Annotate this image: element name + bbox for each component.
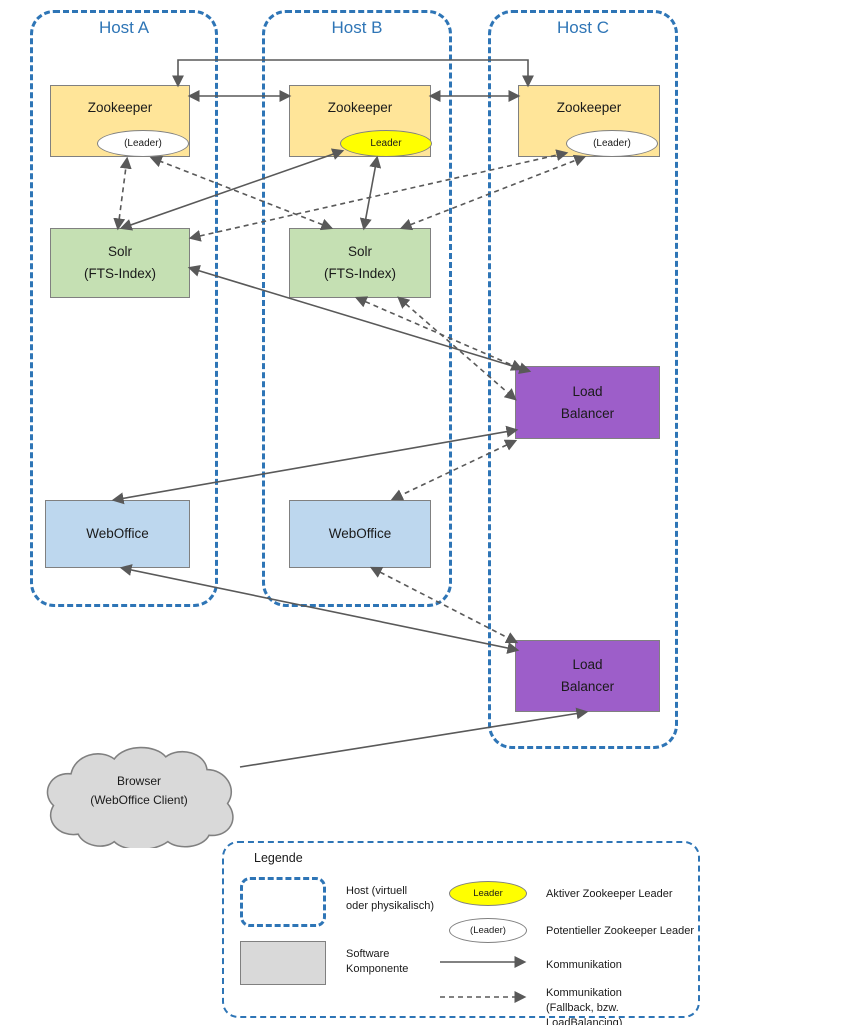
legend-communication-fallback-label: Kommunikation (Fallback, bzw. LoadBalanc…: [546, 987, 623, 1025]
zookeeper-b-node: Zookeeper Leader: [289, 85, 432, 157]
weboffice-a-node: WebOffice: [45, 500, 190, 568]
legend-software-component-swatch: [240, 941, 326, 985]
zookeeper-b-label: Zookeeper: [327, 100, 393, 115]
legend-host-swatch: [240, 877, 326, 927]
load-balancer-top-label: Load Balancer: [560, 383, 615, 421]
weboffice-b-label: WebOffice: [328, 526, 392, 542]
zookeeper-a-node: Zookeeper (Leader): [50, 85, 190, 157]
zookeeper-c-node: Zookeeper (Leader): [518, 85, 660, 157]
solr-b-node: Solr (FTS-Index): [289, 228, 431, 298]
browser-label: Browser (WebOffice Client): [90, 774, 188, 808]
legend-potential-leader-badge: (Leader): [449, 918, 527, 943]
zookeeper-c-label: Zookeeper: [556, 100, 622, 115]
solr-a-node: Solr (FTS-Index): [50, 228, 190, 298]
legend-software-component-label: Software Komponente: [346, 948, 409, 975]
browser-cloud-node: Browser (WebOffice Client): [36, 742, 242, 848]
load-balancer-bottom-node: Load Balancer: [515, 640, 660, 712]
solr-a-label: Solr (FTS-Index): [83, 244, 156, 281]
legend: Legende Host (virtuell oder physikalisch…: [222, 841, 700, 1025]
load-balancer-top-node: Load Balancer: [515, 366, 660, 439]
zookeeper-c-potential-leader-badge: (Leader): [566, 130, 658, 157]
host-b-title: Host B: [331, 18, 383, 37]
legend-active-leader-badge: Leader: [449, 881, 527, 906]
weboffice-b-node: WebOffice: [289, 500, 431, 568]
host-a-title: Host A: [98, 18, 150, 37]
cloud-shape: [46, 746, 234, 848]
legend-title: Legende: [254, 851, 303, 865]
weboffice-a-label: WebOffice: [86, 526, 149, 542]
solr-b-label: Solr (FTS-Index): [323, 244, 396, 281]
load-balancer-bottom-label: Load Balancer: [560, 657, 615, 694]
legend-potential-leader-label: Potentieller Zookeeper Leader: [546, 925, 694, 937]
zookeeper-b-active-leader-badge: Leader: [340, 130, 432, 157]
zookeeper-a-label: Zookeeper: [87, 100, 153, 115]
legend-communication-label: Kommunikation: [546, 959, 622, 971]
host-c-title: Host C: [557, 18, 609, 37]
legend-host-label: Host (virtuell oder physikalisch): [346, 885, 435, 912]
legend-active-leader-label: Aktiver Zookeeper Leader: [546, 888, 673, 900]
zookeeper-a-potential-leader-badge: (Leader): [97, 130, 189, 157]
